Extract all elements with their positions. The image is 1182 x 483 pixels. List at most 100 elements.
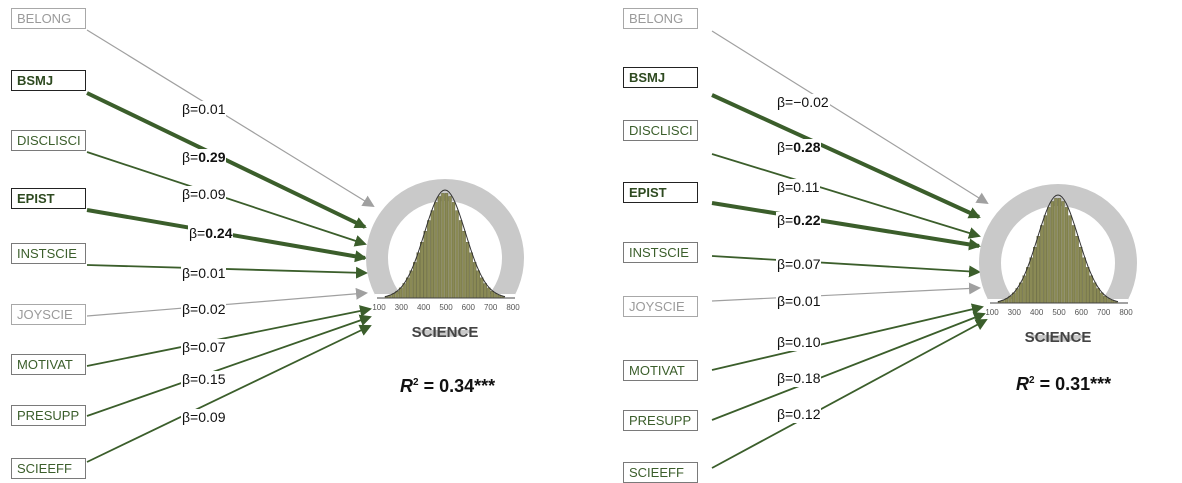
beta-value: 0.10 <box>793 334 821 350</box>
beta-label-epist: β=0.22 <box>776 212 822 229</box>
path-arrow-scieeff <box>711 319 988 469</box>
path-arrow-instscie <box>711 255 981 278</box>
beta-value: 0.28 <box>793 139 821 155</box>
axis-tick-label: 300 <box>395 303 409 312</box>
predictor-box-joyscie: JOYSCIE <box>11 304 86 325</box>
beta-value: 0.11 <box>793 179 820 195</box>
axis-tick-label: 800 <box>506 303 520 312</box>
beta-value: 0.15 <box>198 371 226 387</box>
beta-prefix: β= <box>182 265 199 281</box>
beta-label-epist: β=0.24 <box>188 225 234 242</box>
beta-prefix: β= <box>777 94 794 110</box>
predictor-box-instscie: INSTSCIE <box>623 242 698 263</box>
beta-value: −0.02 <box>793 94 829 110</box>
r-superscript: 2 <box>1029 375 1035 386</box>
path-arrow-belong <box>711 30 989 205</box>
axis-tick-label: 700 <box>1097 308 1111 317</box>
beta-label-presupp: β=0.15 <box>181 371 227 388</box>
beta-value: 0.29 <box>198 149 226 165</box>
beta-label-scieeff: β=0.12 <box>776 406 822 423</box>
predictor-box-instscie: INSTSCIE <box>11 243 86 264</box>
beta-label-joyscie: β=0.01 <box>776 293 822 310</box>
axis-tick-label: 100 <box>372 303 386 312</box>
path-arrow-bsmj <box>711 93 981 219</box>
beta-prefix: β= <box>777 334 794 350</box>
beta-label-disclisci: β=0.11 <box>776 179 821 196</box>
path-arrow-joyscie <box>711 282 981 302</box>
beta-prefix: β= <box>182 371 199 387</box>
r-squared-label: R2 = 0.34*** <box>400 376 495 397</box>
axis-tick-label: 400 <box>417 303 431 312</box>
beta-value: 0.18 <box>793 370 821 386</box>
beta-prefix: β= <box>777 212 794 228</box>
axis-tick-label: 500 <box>439 303 453 312</box>
path-arrow-disclisci <box>711 153 981 239</box>
beta-value: 0.09 <box>198 186 226 202</box>
beta-label-disclisci: β=0.09 <box>181 186 227 203</box>
predictor-box-joyscie: JOYSCIE <box>623 296 698 317</box>
beta-label-bsmj: β=0.28 <box>776 139 822 156</box>
r-squared-value: = 0.31*** <box>1034 374 1112 394</box>
beta-prefix: β= <box>182 301 199 317</box>
path-arrow-belong <box>86 29 375 208</box>
path-arrow-joyscie <box>86 287 368 317</box>
beta-label-motivat: β=0.10 <box>776 334 822 351</box>
predictor-box-scieeff: SCIEEFF <box>623 462 698 483</box>
beta-prefix: β= <box>777 293 794 309</box>
beta-value: 0.02 <box>198 301 226 317</box>
science-outcome-logo <box>366 179 524 337</box>
beta-prefix: β= <box>182 409 199 425</box>
axis-tick-label: 600 <box>462 303 476 312</box>
path-arrow-instscie <box>86 264 368 279</box>
predictor-box-epist: EPIST <box>11 188 86 209</box>
axis-tick-label: 400 <box>1030 308 1044 317</box>
beta-prefix: β= <box>182 101 199 117</box>
path-arrow-presupp <box>711 312 986 421</box>
path-arrow-epist <box>711 201 981 251</box>
beta-value: 0.01 <box>793 293 821 309</box>
beta-prefix: β= <box>189 225 206 241</box>
predictor-box-disclisci: DISCLISCI <box>623 120 698 141</box>
science-outcome-logo <box>979 184 1137 342</box>
predictor-box-presupp: PRESUPP <box>623 410 698 431</box>
predictor-box-bsmj: BSMJ <box>623 67 698 88</box>
predictor-box-belong: BELONG <box>11 8 86 29</box>
beta-prefix: β= <box>182 149 199 165</box>
predictor-box-disclisci: DISCLISCI <box>11 130 86 151</box>
beta-label-presupp: β=0.18 <box>776 370 822 387</box>
r-squared-label: R2 = 0.31*** <box>1016 374 1111 395</box>
path-arrow-presupp <box>86 314 372 417</box>
beta-label-scieeff: β=0.09 <box>181 409 227 426</box>
axis-tick-label: 800 <box>1119 308 1133 317</box>
beta-label-joyscie: β=0.02 <box>181 301 227 318</box>
beta-prefix: β= <box>777 139 794 155</box>
beta-prefix: β= <box>777 370 794 386</box>
axis-tick-label: 600 <box>1075 308 1089 317</box>
beta-value: 0.01 <box>198 265 226 281</box>
axis-tick-label: 100 <box>985 308 999 317</box>
beta-prefix: β= <box>777 256 794 272</box>
predictor-box-scieeff: SCIEEFF <box>11 458 86 479</box>
beta-label-belong: β=−0.02 <box>776 94 830 111</box>
r-symbol: R <box>1016 374 1029 394</box>
beta-value: 0.12 <box>793 406 821 422</box>
beta-prefix: β= <box>182 339 199 355</box>
axis-tick-label: 300 <box>1008 308 1022 317</box>
predictor-box-bsmj: BSMJ <box>11 70 86 91</box>
beta-prefix: β= <box>777 406 794 422</box>
beta-value: 0.24 <box>205 225 233 241</box>
axis-tick-label: 700 <box>484 303 498 312</box>
beta-value: 0.07 <box>198 339 226 355</box>
beta-label-instscie: β=0.07 <box>776 256 822 273</box>
predictor-box-presupp: PRESUPP <box>11 405 86 426</box>
science-outcome-label: SCIENCE <box>1025 329 1092 346</box>
path-arrow-scieeff <box>86 324 372 463</box>
path-arrow-motivat <box>86 305 372 367</box>
beta-value: 0.07 <box>793 256 821 272</box>
beta-label-belong: β=0.01 <box>181 101 227 118</box>
science-outcome-label: SCIENCE <box>412 324 479 341</box>
beta-value: 0.22 <box>793 212 821 228</box>
beta-value: 0.09 <box>198 409 226 425</box>
